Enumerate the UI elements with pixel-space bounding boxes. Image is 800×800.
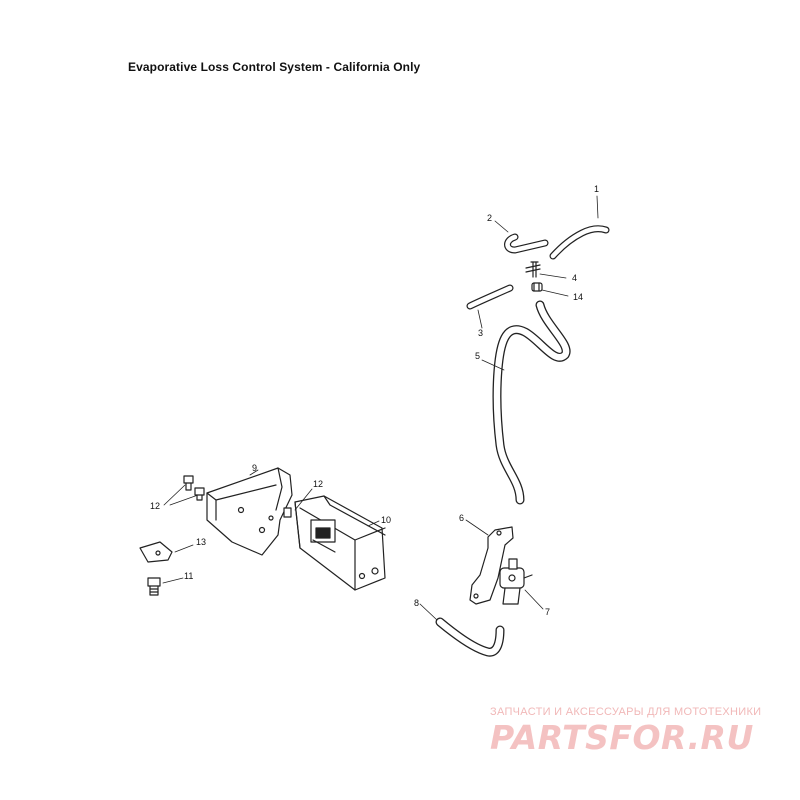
callout-12-left: 12 (150, 501, 160, 511)
hose-part-1 (549, 225, 610, 260)
callout-3: 3 (478, 328, 483, 338)
bolt-part-11 (147, 577, 161, 596)
watermark-brand: PARTSFOR.RU (490, 718, 754, 757)
callout-13: 13 (196, 537, 206, 547)
bolt-part-12 (183, 475, 292, 518)
watermark-tagline: ЗАПЧАСТИ И АКСЕССУАРЫ ДЛЯ МОТОТЕХНИКИ (490, 706, 762, 718)
clamp-part-14 (531, 282, 543, 292)
bracket-part-9 (206, 467, 293, 556)
hose-part-3 (466, 284, 514, 310)
bracket-part-6 (469, 526, 514, 605)
callout-12-right: 12 (313, 479, 323, 489)
callout-8: 8 (414, 598, 419, 608)
callout-9: 9 (252, 463, 257, 473)
hose-part-5 (492, 300, 571, 505)
callout-10: 10 (381, 515, 391, 525)
hose-part-2 (504, 233, 549, 254)
callout-2: 2 (487, 213, 492, 223)
clip-part-13 (139, 541, 173, 563)
canister-part-10 (294, 495, 386, 591)
valve-part-7 (499, 558, 533, 605)
page-title: Evaporative Loss Control System - Califo… (128, 60, 421, 74)
callout-4: 4 (572, 273, 577, 283)
callout-6: 6 (459, 513, 464, 523)
hose-part-8 (435, 617, 505, 657)
callout-14: 14 (573, 292, 583, 302)
callout-7: 7 (545, 607, 550, 617)
leader-lines (162, 195, 599, 621)
callout-1: 1 (594, 184, 599, 194)
tee-fitting-part-4 (525, 261, 541, 278)
callout-11: 11 (184, 571, 193, 581)
callout-5: 5 (475, 351, 480, 361)
